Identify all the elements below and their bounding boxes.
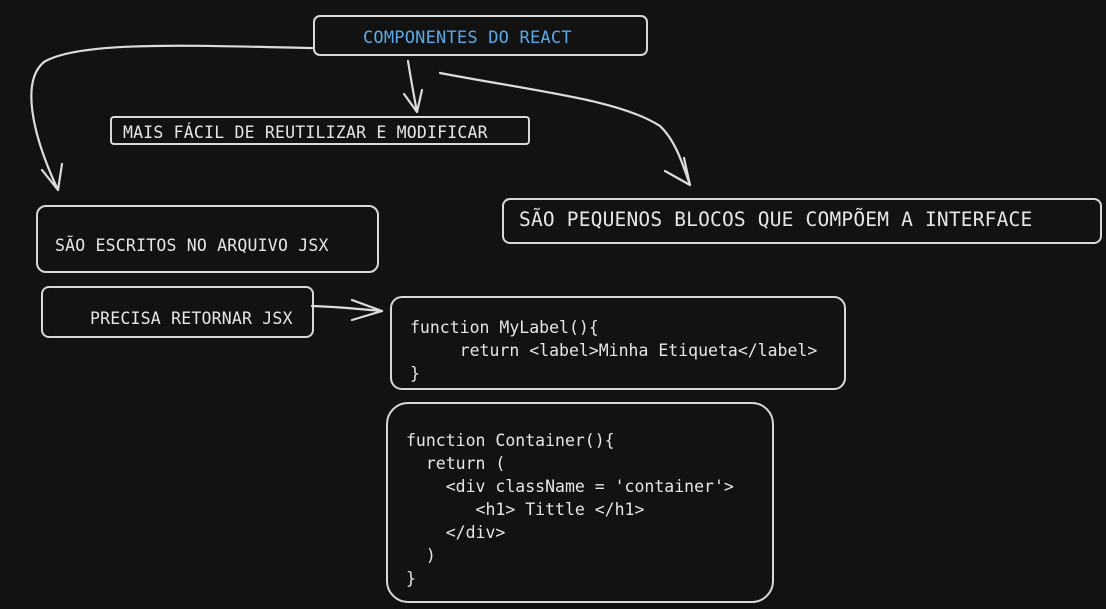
small-blocks-label: SÃO PEQUENOS BLOCOS QUE COMPÕEM A INTERF… — [519, 208, 1033, 231]
title-node: COMPONENTES DO REACT — [313, 15, 648, 56]
code-example-mylabel: function MyLabel(){ return <label>Minha … — [390, 296, 846, 390]
return-jsx-node: PRECISA RETORNAR JSX — [41, 286, 314, 338]
code-example-container: function Container(){ return ( <div clas… — [386, 402, 774, 603]
small-blocks-node: SÃO PEQUENOS BLOCOS QUE COMPÕEM A INTERF… — [502, 198, 1102, 244]
jsx-file-node: SÃO ESCRITOS NO ARQUIVO JSX — [36, 205, 379, 273]
jsx-file-label: SÃO ESCRITOS NO ARQUIVO JSX — [55, 236, 329, 255]
arrow-title-to-reuse — [402, 59, 424, 114]
return-jsx-label: PRECISA RETORNAR JSX — [90, 309, 293, 328]
code-mylabel-text: function MyLabel(){ return <label>Minha … — [410, 318, 818, 383]
diagram-title: COMPONENTES DO REACT — [363, 28, 572, 48]
code-container-text: function Container(){ return ( <div clas… — [406, 431, 734, 588]
arrow-return-to-code — [310, 298, 384, 322]
reuse-node: MAIS FÁCIL DE REUTILIZAR E MODIFICAR — [110, 116, 530, 145]
reuse-label: MAIS FÁCIL DE REUTILIZAR E MODIFICAR — [123, 123, 488, 142]
